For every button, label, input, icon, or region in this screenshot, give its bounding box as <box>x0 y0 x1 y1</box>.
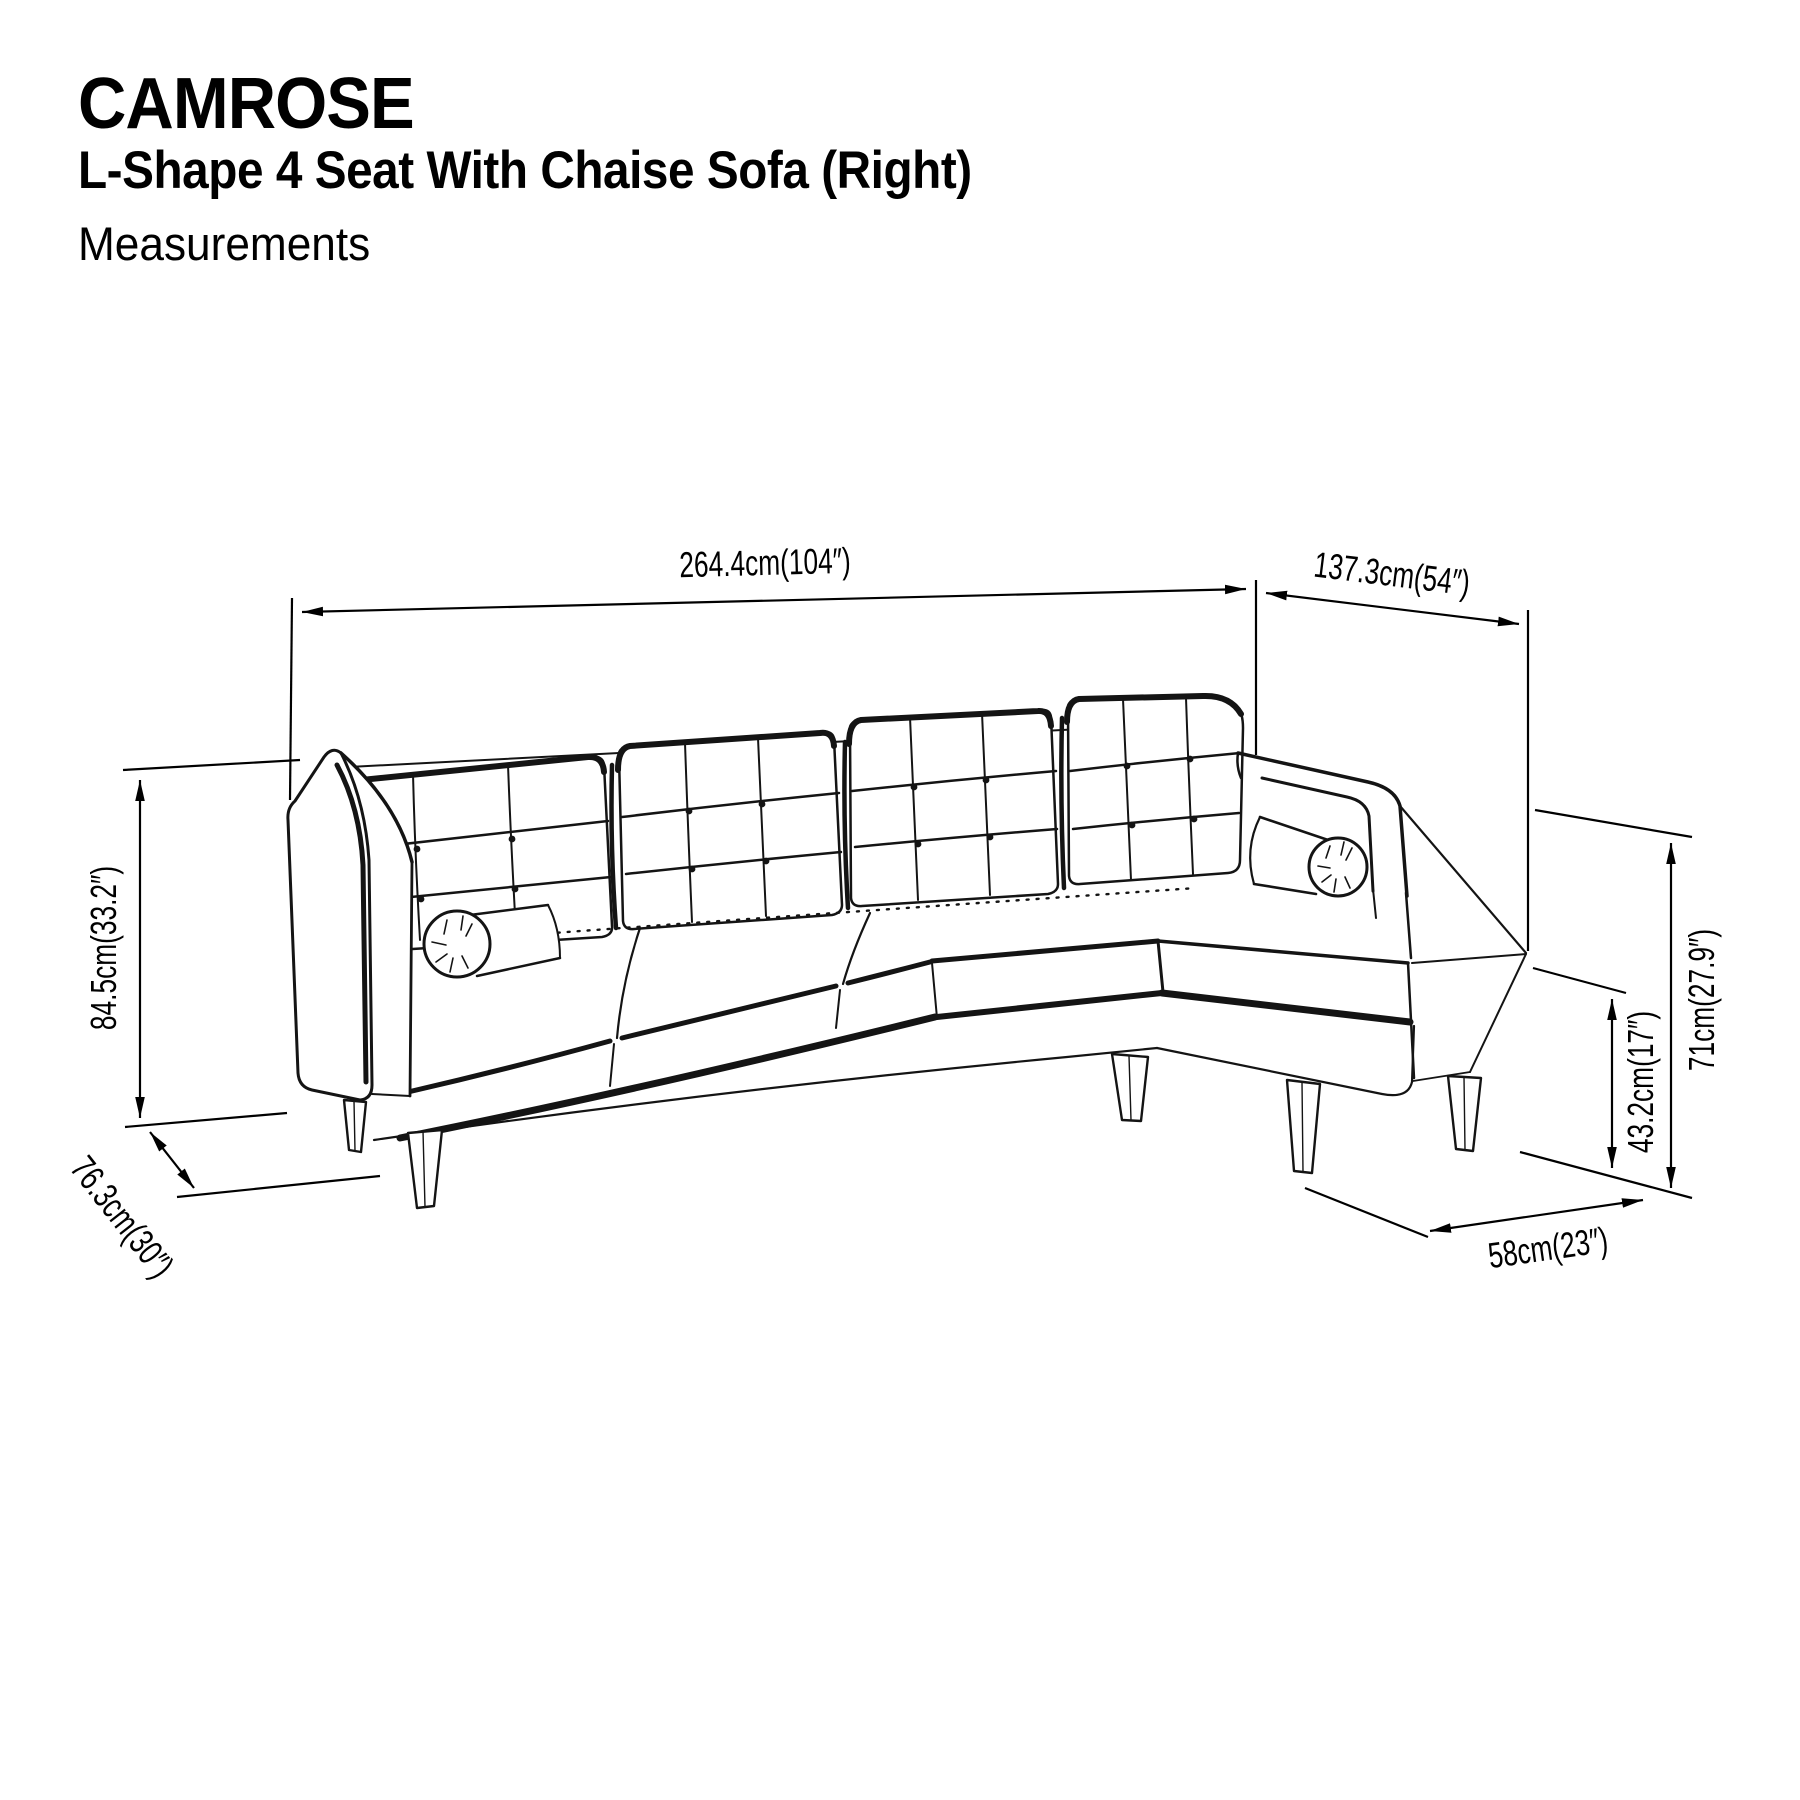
section-label: Measurements <box>78 217 371 270</box>
right-bolster-pillow <box>1249 815 1369 898</box>
dimension-label-seat-height: 43.2cm(17″) <box>1620 1010 1661 1154</box>
left-armrest <box>286 748 414 1102</box>
dim-seat-height <box>1532 966 1627 1168</box>
sofa-drawing <box>286 692 1528 1210</box>
chaise-section <box>929 938 1527 1097</box>
dimension-label-overall-height: 84.5cm(33.2″) <box>83 865 124 1031</box>
dim-overall-depth <box>149 1131 381 1199</box>
dim-chaise-depth <box>1304 1186 1644 1239</box>
brand-title: CAMROSE <box>78 64 415 144</box>
dim-chaise-width <box>1265 590 1530 951</box>
left-bolster-pillow <box>422 903 562 979</box>
back-cushion-3 <box>846 707 1060 908</box>
sofa-legs <box>342 1052 1483 1210</box>
dimension-label-arm-height: 71cm(27.9″) <box>1681 928 1722 1072</box>
back-cushion-4 <box>1064 692 1245 886</box>
dim-overall-width <box>288 580 1258 801</box>
dimension-lines <box>122 580 1693 1239</box>
dimension-label-overall-width: 264.4cm(104″) <box>678 539 852 586</box>
back-cushion-2 <box>615 729 844 931</box>
dim-arm-height <box>1519 808 1693 1200</box>
product-subtitle: L-Shape 4 Seat With Chaise Sofa (Right) <box>78 141 972 200</box>
dim-overall-height <box>122 758 301 1129</box>
right-armrest <box>1236 751 1528 960</box>
